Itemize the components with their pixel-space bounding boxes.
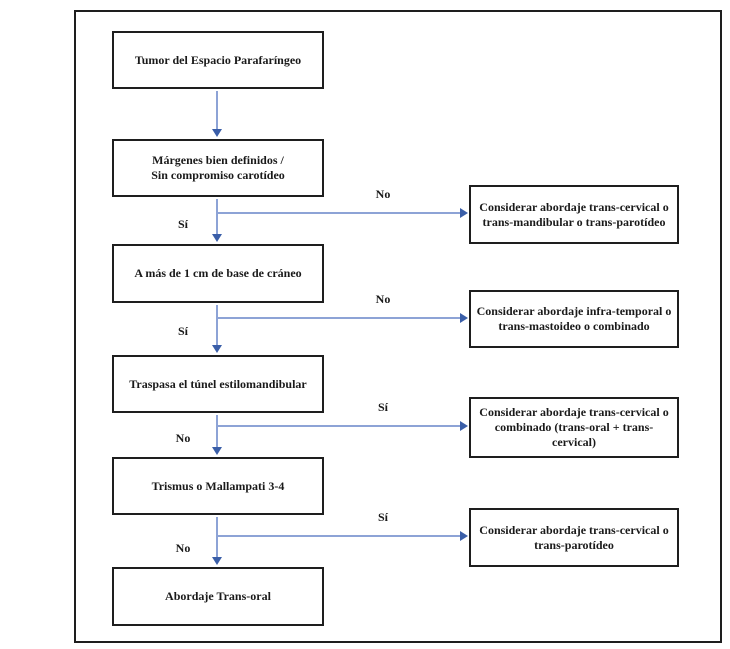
arrow-right-icon: [460, 313, 468, 323]
node-label: Márgenes bien definidos /: [152, 153, 284, 167]
node-label: Abordaje Trans-oral: [165, 589, 271, 603]
connector-line-horizontal: [216, 212, 462, 214]
connector-line-horizontal: [216, 425, 462, 427]
node-label: A más de 1 cm de base de cráneo: [134, 266, 302, 280]
outcome-trans-cervical-mandibular-parotideo: Considerar abordaje trans-cervical o tra…: [469, 185, 679, 244]
node-tunel-estilomandibular: Traspasa el túnel estilomandibular: [112, 355, 324, 413]
node-label: Sin compromiso carotídeo: [151, 168, 285, 182]
connector-line-vertical: [216, 305, 218, 345]
arrow-right-icon: [460, 531, 468, 541]
node-label: trans-parotídeo: [534, 537, 614, 552]
branch-label-no: No: [375, 292, 391, 306]
connector-line-vertical: [216, 415, 218, 447]
branch-label-no: No: [375, 187, 391, 201]
outcome-trans-cervical-parotideo: Considerar abordaje trans-cervical o tra…: [469, 508, 679, 567]
arrow-down-icon: [212, 345, 222, 353]
arrow-right-icon: [460, 421, 468, 431]
arrow-down-icon: [212, 129, 222, 137]
outcome-trans-cervical-combinado: Considerar abordaje trans-cervical o com…: [469, 397, 679, 458]
branch-label-si: Sí: [177, 217, 188, 231]
node-label: combinado (trans-oral + trans-: [494, 420, 654, 434]
branch-label-no: No: [175, 541, 191, 555]
node-label: cervical): [552, 435, 596, 449]
node-1cm-base-craneo: A más de 1 cm de base de cráneo: [112, 244, 324, 303]
branch-label-si: Sí: [377, 510, 388, 524]
node-margenes-definidos: Márgenes bien definidos / Sin compromiso…: [112, 139, 324, 197]
node-label: trans-mastoideo o combinado: [498, 319, 650, 333]
node-label: Considerar abordaje trans-cervical o: [479, 405, 669, 419]
arrow-down-icon: [212, 234, 222, 242]
connector-line-vertical: [216, 517, 218, 557]
node-label: trans-mandibular o trans-parotídeo: [482, 214, 666, 229]
node-label: Considerar abordaje trans-cervical o: [479, 522, 669, 537]
arrow-right-icon: [460, 208, 468, 218]
branch-label-si: Sí: [177, 324, 188, 338]
arrow-down-icon: [212, 557, 222, 565]
node-label: Considerar abordaje infra-temporal o: [476, 304, 672, 318]
outcome-infra-temporal-mastoideo-combinado: Considerar abordaje infra-temporal o tra…: [469, 290, 679, 348]
branch-label-no: No: [175, 431, 191, 445]
connector-line-horizontal: [216, 317, 462, 319]
node-label: Tumor del Espacio Parafaríngeo: [134, 52, 302, 67]
connector-line-vertical: [216, 91, 218, 129]
node-label: Considerar abordaje trans-cervical o: [479, 199, 669, 214]
node-abordaje-trans-oral: Abordaje Trans-oral: [112, 567, 324, 626]
branch-label-si: Sí: [377, 400, 388, 414]
node-trismus-mallampati: Trismus o Mallampati 3-4: [112, 457, 324, 515]
connector-line-vertical: [216, 199, 218, 234]
connector-line-horizontal: [216, 535, 462, 537]
node-tumor-espacio-parafaringeo: Tumor del Espacio Parafaríngeo: [112, 31, 324, 89]
arrow-down-icon: [212, 447, 222, 455]
node-label: Trismus o Mallampati 3-4: [151, 478, 285, 493]
node-label: Traspasa el túnel estilomandibular: [129, 376, 307, 391]
